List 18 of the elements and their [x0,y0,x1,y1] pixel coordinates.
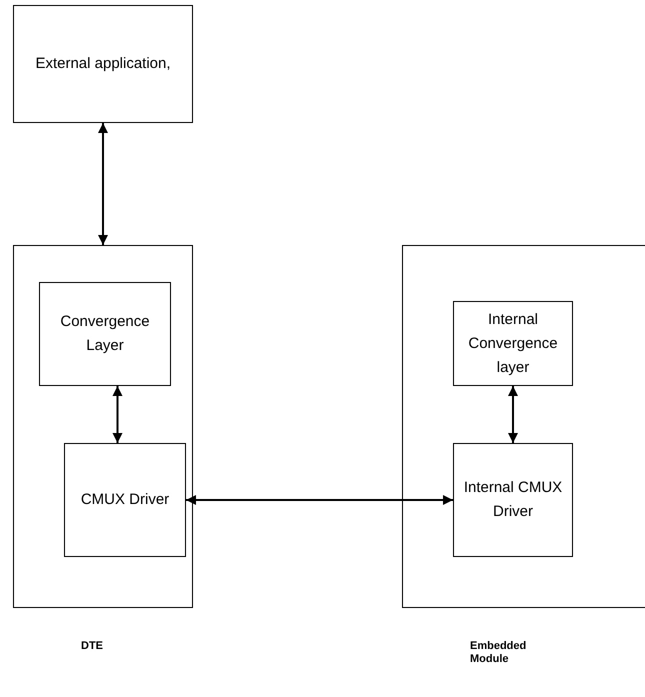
double-arrow [508,386,518,443]
box-label: External application, [34,54,172,74]
container-box [13,245,193,608]
caption-text: Embedded Module [470,640,528,666]
container-box [402,245,645,608]
double-arrow [186,495,453,505]
process-box [64,443,186,557]
process-box [453,301,573,386]
box-label: CMUX Driver [80,490,170,510]
process-box [13,5,193,123]
box-label: Convergence Layer [59,312,151,356]
box-label: Internal Convergence layer [467,310,559,378]
process-box [39,282,171,386]
box-label: Internal CMUX Driver [462,478,564,522]
caption-text: DTE [81,640,104,653]
double-arrow [98,123,108,245]
process-box [453,443,573,557]
double-arrow [112,386,122,443]
